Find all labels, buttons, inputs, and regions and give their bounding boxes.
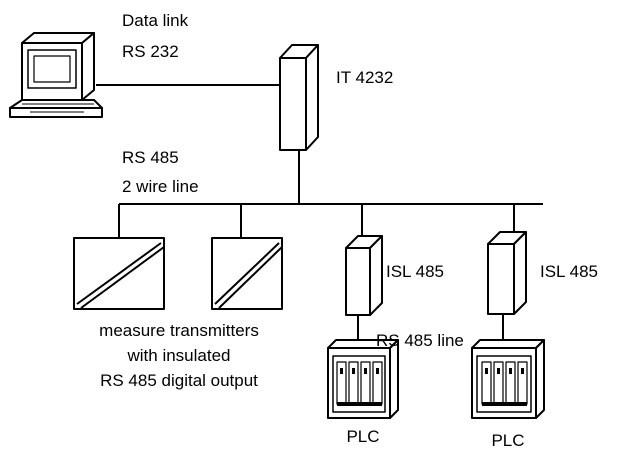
transmitter-icon <box>73 237 165 310</box>
it4232-label: IT 4232 <box>336 68 393 87</box>
isl485-label-b: ISL 485 <box>540 262 598 281</box>
plc-rack-icon <box>327 339 399 419</box>
plc-rack-icon <box>471 339 545 419</box>
rs485-bus <box>118 150 543 238</box>
isl485-module-icon <box>345 235 383 316</box>
computer-icon <box>9 32 103 118</box>
it4232-module-icon <box>279 44 319 151</box>
rs485-label: RS 485 <box>122 148 179 167</box>
transmitters-caption-line3: RS 485 digital output <box>100 371 258 390</box>
plc-label-b: PLC <box>491 431 524 450</box>
transmitters-caption-line1: measure transmitters <box>99 321 259 340</box>
plc-label-a: PLC <box>346 427 379 446</box>
rs232-label: RS 232 <box>122 42 179 61</box>
transmitter-icon <box>211 237 283 310</box>
rs485-line-label: RS 485 line <box>376 331 464 350</box>
data-link-label: Data link <box>122 11 189 30</box>
two-wire-label: 2 wire line <box>122 177 199 196</box>
transmitters-caption-line2: with insulated <box>126 346 230 365</box>
isl485-label-a: ISL 485 <box>386 262 444 281</box>
isl485-module-icon <box>487 231 527 315</box>
